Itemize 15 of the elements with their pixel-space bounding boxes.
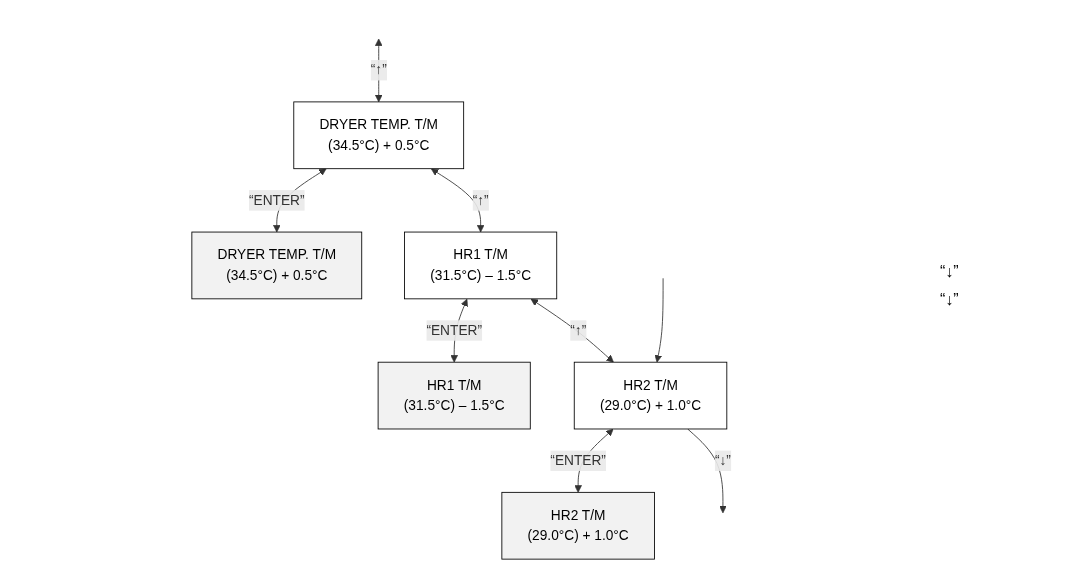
node-box: HR1 T/M (31.5°C) – 1.5°C <box>377 361 531 429</box>
key-label: “↓” <box>940 290 960 309</box>
edge-label: “↑” <box>472 192 489 207</box>
edge-label: “↑” <box>570 322 586 337</box>
key-label: “↓” <box>940 262 960 281</box>
node-box: HR2 T/M (29.0°C) + 1.0°C <box>501 491 655 560</box>
node-box: HR1 T/M (31.5°C) – 1.5°C <box>403 231 557 299</box>
node-box: HR2 T/M (29.0°C) + 1.0°C <box>573 361 727 429</box>
edge-label: “↑” <box>370 62 387 77</box>
edge-label: “↓” <box>714 452 731 468</box>
node-box: DRYER TEMP. T/M (34.5°C) + 0.5°C <box>191 231 362 299</box>
edge-label: “ENTER” <box>248 192 305 207</box>
edge-label: “ENTER” <box>426 322 482 337</box>
edge-label: “ENTER” <box>550 452 606 468</box>
node-box: DRYER TEMP. T/M (34.5°C) + 0.5°C <box>293 100 464 169</box>
